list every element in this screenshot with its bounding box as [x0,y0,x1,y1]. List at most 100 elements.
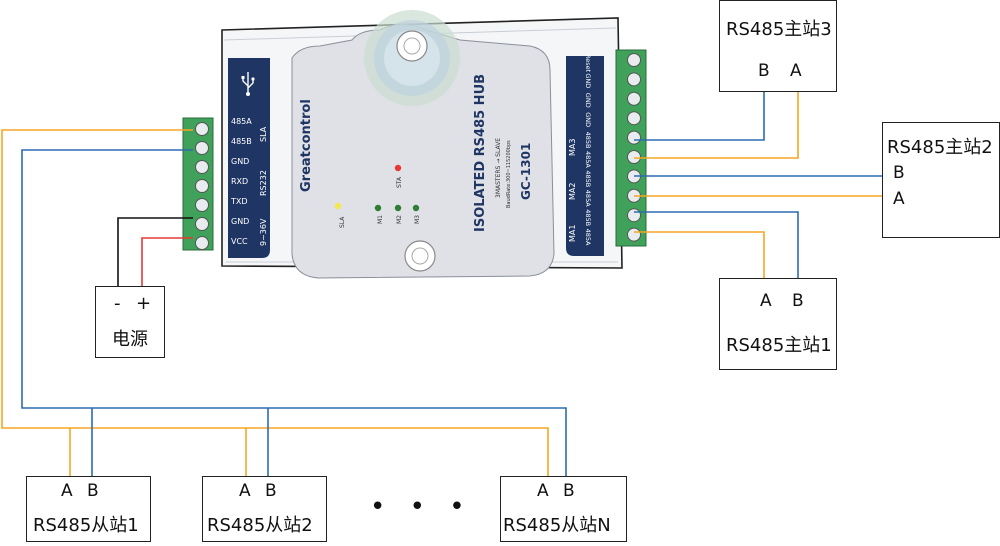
master-3-a-label: A [790,61,802,81]
led-m1 [374,204,382,212]
terminal-screw [627,208,641,223]
slave-1-b-label: B [87,481,99,501]
led-label-m2: M2 [396,215,403,224]
terminal-screw [627,150,641,164]
led-sla [334,202,342,210]
led-sta [394,164,402,172]
master-1-name: RS485主站1 [726,335,832,356]
left-pin-label: 485B [231,137,252,146]
power-minus-label: - [114,293,121,314]
left-group-rs232: RS232 [259,170,268,196]
device-brand: Greatcontrol [299,99,314,192]
slave-n-b-label: B [563,481,575,501]
right-pin-label: 485A [584,151,592,168]
slaves-ellipsis: • • • [370,492,473,522]
right-pin-label: 485B [584,209,592,226]
device-baud: BaudRate:300~115200bps [506,140,512,208]
slave-1-name: RS485从站1 [33,515,139,536]
led-label-sta: STA [396,176,403,188]
left-terminal-block [182,117,214,251]
slave-1-box: A B RS485从站1 [26,476,151,542]
led-label-sla: SLA [339,216,346,228]
right-group-ma1: MA1 [568,225,577,242]
wires [1,92,882,480]
right-pin-label: 485B [584,132,592,149]
led-label-m1: M1 [377,215,384,224]
terminal-screw [195,160,209,174]
wire-master3-a [634,92,799,159]
right-pin-label: Reset [584,54,592,73]
left-pin-label: RXD [231,177,248,186]
usb-icon [241,72,255,96]
master-2-b-label: B [893,163,905,183]
terminal-screw [195,141,209,155]
wire-power-neg [117,217,193,286]
slave-1-a-label: A [61,481,73,501]
wire-master3-b [634,92,765,141]
slave-2-b-label: B [265,481,277,501]
wire-power-pos [141,237,193,286]
power-supply-box: - + 电源 [95,286,165,358]
master-2-box: RS485主站2 B A [882,122,1000,238]
left-pin-label: GND [231,157,249,166]
terminal-screw [627,53,641,67]
left-pin-label: TXD [230,197,248,206]
terminal-screw [195,179,209,193]
slave-n-name: RS485从站N [503,515,611,536]
right-pin-label: GND [584,112,592,127]
left-panel [228,58,270,258]
left-pin-label: VCC [231,237,248,246]
left-group-power: 9~36V [259,218,268,246]
left-pin-label: GND [231,217,249,226]
slave-2-a-label: A [239,481,251,501]
led-m2 [394,204,402,212]
master-3-b-label: B [758,61,770,81]
master-3-box: RS485主站3 B A [719,0,837,92]
terminal-screw [195,198,209,212]
right-terminal-block [615,49,647,247]
hub-device: Greatcontrol ISOLATED RS485 HUB 3MASTERS… [182,10,647,279]
wire-master1-a [634,231,765,278]
slave-n-a-label: A [537,481,549,501]
device-model: GC-1301 [519,143,533,200]
master-2-a-label: A [893,189,905,209]
master-1-a-label: A [760,291,772,311]
terminal-screw [195,236,209,250]
master-2-name: RS485主站2 [887,137,993,158]
right-pin-label: 485A [584,229,592,246]
wire-slave-bus-a [1,129,549,480]
right-group-ma2: MA2 [568,183,577,200]
wire-slave-bus-b [21,149,567,480]
device-title: ISOLATED RS485 HUB [473,74,488,232]
terminal-screw [627,72,641,87]
master-3-name: RS485主站3 [726,19,832,40]
left-pin-labels: 485A 485B GND RXD TXD GND VCC [230,117,252,246]
master-1-b-label: B [792,291,804,311]
terminal-screw [195,217,209,231]
right-pin-label: GND [584,73,592,88]
power-plus-label: + [136,293,152,314]
left-pin-label: 485A [231,117,252,126]
device-subtitle: 3MASTERS → SLAVE [495,138,502,198]
slave-2-box: A B RS485从站2 [202,476,327,542]
led-label-m3: M3 [414,215,421,224]
right-group-ma3: MA3 [568,139,577,156]
slave-2-name: RS485从站2 [207,515,313,536]
right-panel [566,56,604,256]
master-1-box: A B RS485主站1 [719,278,837,370]
wire-master1-b [634,211,799,278]
terminal-screw [195,122,209,136]
terminal-screw [627,91,641,106]
power-supply-label: 电源 [112,329,148,350]
terminal-screw [627,130,641,145]
terminal-screw [627,227,641,242]
left-group-sla: SLA [259,126,268,142]
terminal-screw [627,111,641,126]
led-m3 [412,204,420,212]
slave-n-box: A B RS485从站N [500,476,627,542]
right-pin-label: GND [584,93,592,108]
right-pin-label: 485A [584,190,592,207]
